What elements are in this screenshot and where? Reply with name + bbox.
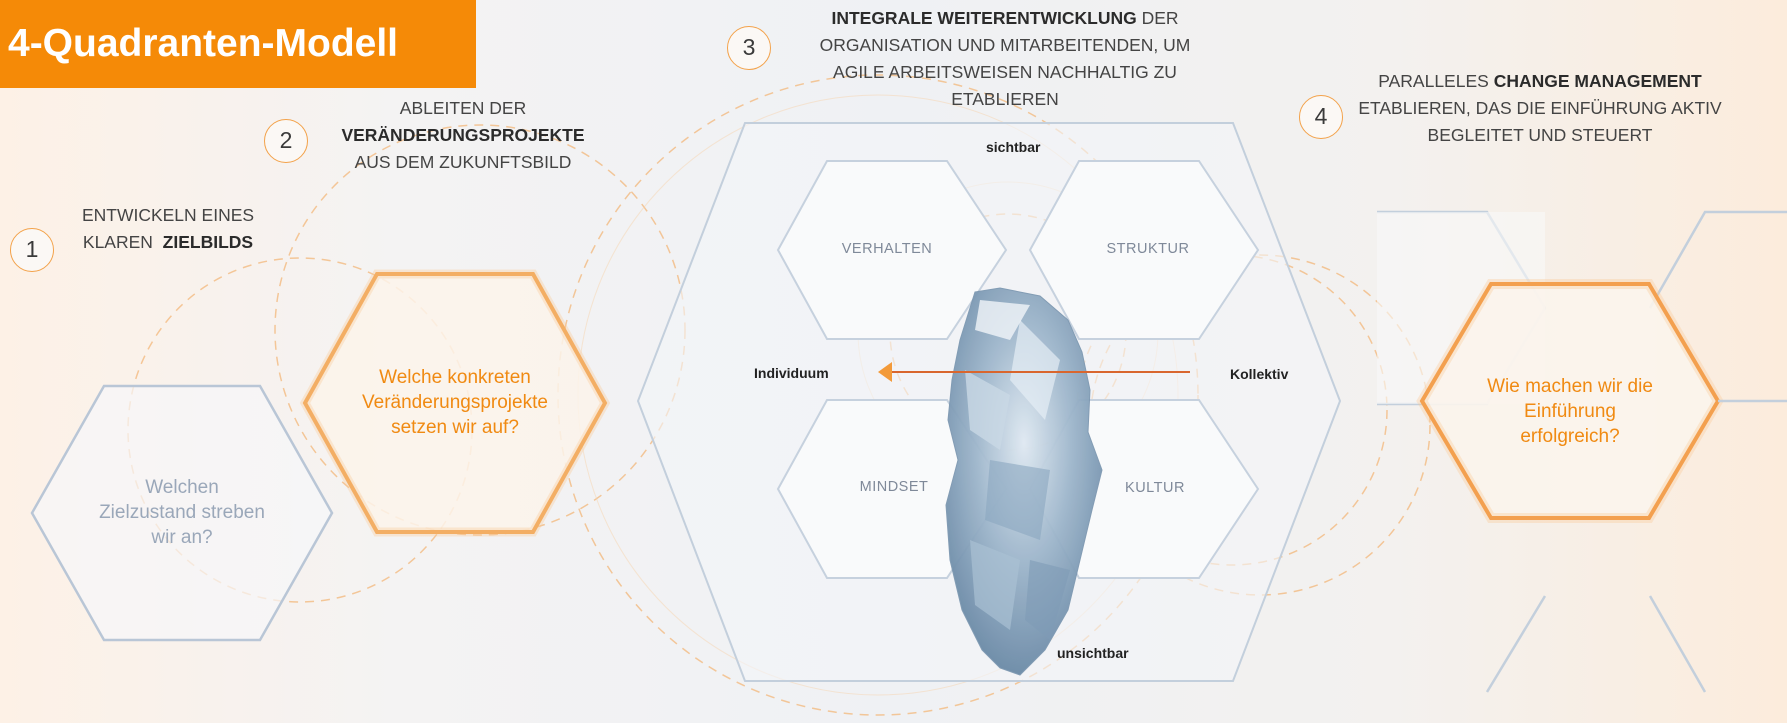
quadrant-hexagons — [776, 160, 1260, 579]
step-4-line-1: PARALLELES — [1378, 71, 1489, 91]
question-4-line-2: Einführung — [1524, 401, 1616, 422]
question-step-1: Welchen Zielzustand streben wir an? — [62, 475, 302, 550]
step-4-line-2: ETABLIEREN, DAS DIE EINFÜHRUNG AKTIV — [1358, 98, 1722, 118]
step-4-text: PARALLELES CHANGE MANAGEMENT ETABLIEREN,… — [1350, 68, 1730, 149]
hexagon-step-1 — [30, 384, 334, 642]
step-3-line-1: DER — [1141, 8, 1179, 28]
question-1-line-2: Zielzustand streben — [99, 502, 265, 523]
axis-label-bottom: unsichtbar — [1057, 645, 1129, 661]
step-2-text: ABLEITEN DER VERÄNDERUNGSPROJEKTE AUS DE… — [318, 95, 608, 176]
question-2-line-2: Veränderungsprojekte — [362, 392, 548, 413]
question-2-line-3: setzen wir auf? — [391, 417, 519, 438]
axis-label-right: Kollektiv — [1230, 366, 1289, 382]
step-3-text: INTEGRALE WEITERENTWICKLUNG DER ORGANISA… — [780, 5, 1230, 113]
step-3-line-2: ORGANISATION UND MITARBEITENDEN, UM — [819, 35, 1191, 55]
step-4-line-3: BEGLEITET UND STEUERT — [1427, 125, 1653, 145]
step-2-number: 2 — [264, 119, 308, 163]
quadrant-label-struktur: STRUKTUR — [1106, 241, 1190, 257]
step-4-bold: CHANGE MANAGEMENT — [1493, 71, 1702, 91]
axis-label-left: Individuum — [754, 365, 829, 381]
question-step-4: Wie machen wir die Einführung erfolgreic… — [1450, 374, 1690, 449]
step-1-number: 1 — [10, 228, 54, 272]
page-title: 4-Quadranten-Modell — [0, 0, 476, 88]
question-1-line-1: Welchen — [145, 477, 219, 498]
step-2-line-1: ABLEITEN DER — [399, 98, 527, 118]
question-4-line-3: erfolgreich? — [1520, 426, 1620, 447]
step-1-line-2: KLAREN — [82, 232, 153, 252]
question-4-line-1: Wie machen wir die — [1487, 376, 1653, 397]
hexagon-struktur — [1028, 160, 1260, 340]
hexagon-step-2 — [302, 272, 608, 534]
axis-label-top: sichtbar — [986, 139, 1041, 155]
step-4-number: 4 — [1299, 95, 1343, 139]
step-1-line-1: ENTWICKELN EINES — [81, 205, 255, 225]
step-2-line-3: AUS DEM ZUKUNFTSBILD — [354, 152, 572, 172]
step-1-text: ENTWICKELN EINES KLAREN ZIELBILDS — [58, 202, 278, 256]
question-1-line-3: wir an? — [151, 527, 213, 548]
question-2-line-1: Welche konkreten — [379, 367, 531, 388]
quadrant-label-verhalten: VERHALTEN — [841, 241, 933, 257]
step-3-line-3: AGILE ARBEITSWEISEN NACHHALTIG ZU — [833, 62, 1177, 82]
question-step-2: Welche konkreten Veränderungsprojekte se… — [335, 365, 575, 440]
iceberg-illustration — [945, 287, 1103, 676]
step-3-number: 3 — [727, 26, 771, 70]
step-2-bold: VERÄNDERUNGSPROJEKTE — [341, 125, 585, 145]
quadrant-label-mindset: MINDSET — [859, 479, 929, 495]
step-1-bold: ZIELBILDS — [162, 232, 254, 252]
hexagon-verhalten — [776, 160, 1008, 340]
step-3-bold: INTEGRALE WEITERENTWICKLUNG — [831, 8, 1137, 28]
step-3-line-4: ETABLIEREN — [951, 89, 1059, 109]
quadrant-label-kultur: KULTUR — [1125, 480, 1185, 496]
